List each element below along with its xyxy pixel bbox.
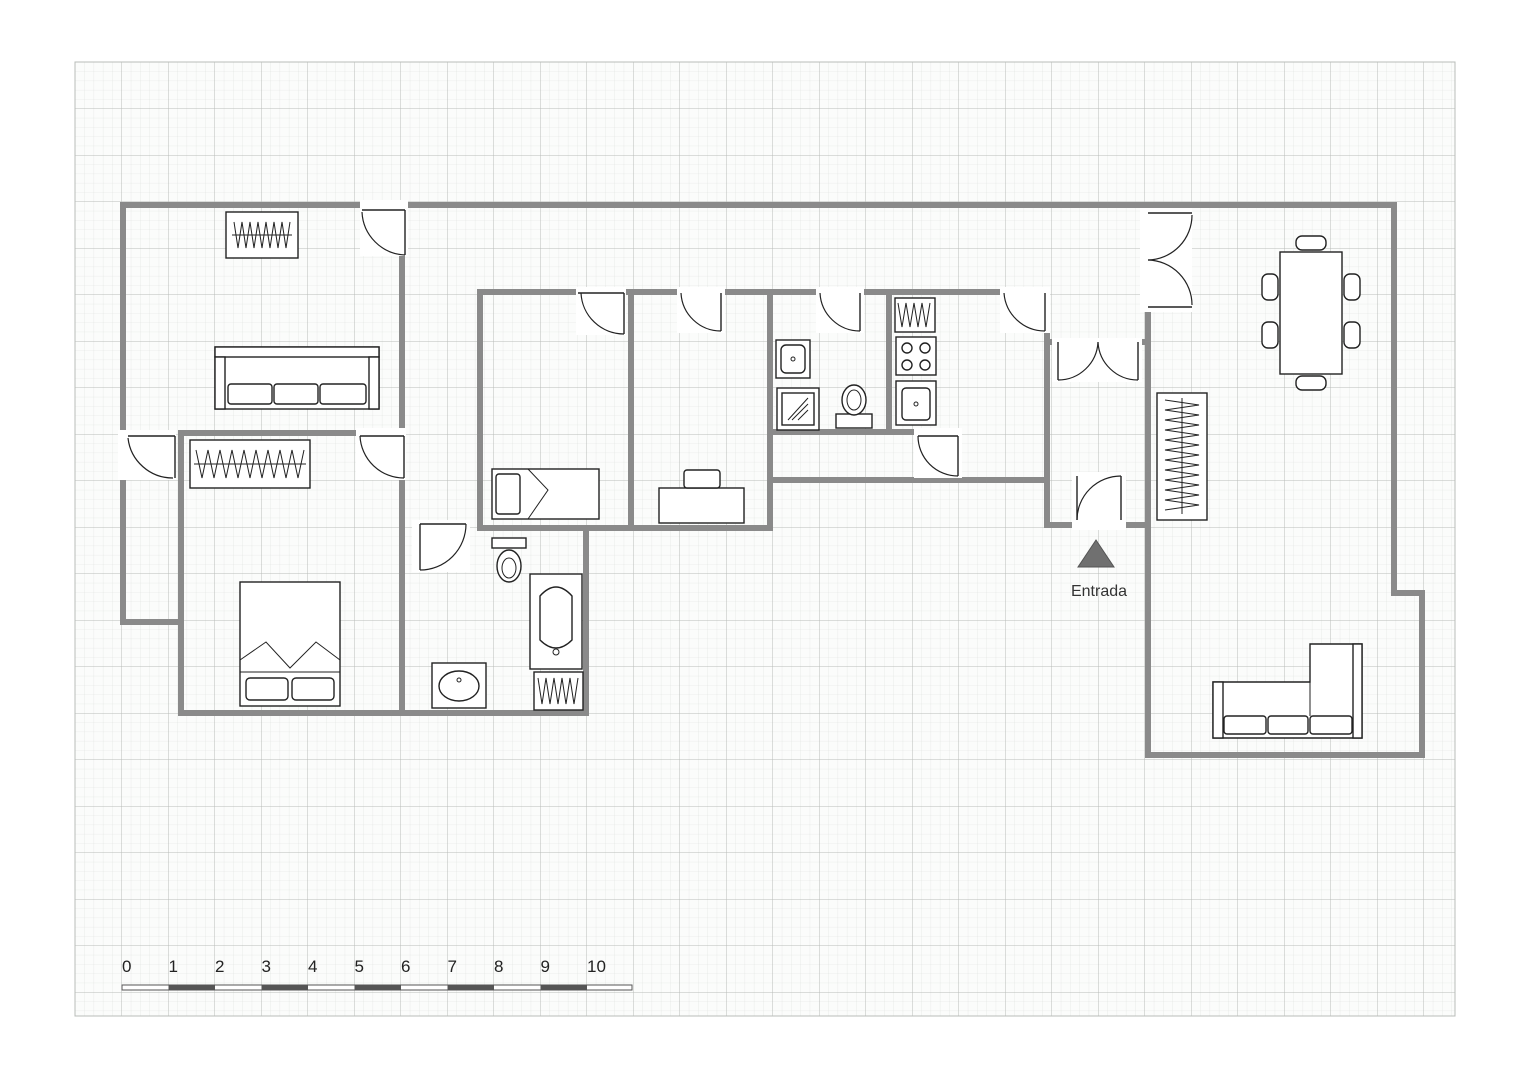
scale-segment [354, 985, 401, 990]
scale-bar: 0 1 2 3 4 5 6 7 8 9 10 [121, 957, 633, 991]
door-bath-2 [816, 287, 864, 333]
door-kitchen [1000, 287, 1050, 333]
bathtub [529, 573, 583, 670]
scale-tick-label: 10 [587, 957, 606, 976]
scale-segment [168, 985, 215, 990]
scale-tick-label: 4 [308, 957, 317, 976]
sofa-living [214, 346, 380, 410]
stove [895, 336, 937, 376]
door-lobby-double [1052, 338, 1142, 382]
toilet-main [491, 537, 527, 583]
desk [658, 469, 745, 524]
scale-tick-label: 6 [401, 957, 410, 976]
scale-tick-label: 1 [169, 957, 178, 976]
door-pantry [914, 428, 962, 478]
dining-table [1261, 235, 1361, 391]
corner-sofa [1212, 643, 1363, 739]
scale-segment [261, 985, 308, 990]
scale-tick-label: 7 [448, 957, 457, 976]
door-room-2 [677, 287, 725, 333]
shower [776, 387, 820, 431]
entrance-label: Entrada [1071, 583, 1127, 600]
door-bedroom [356, 428, 406, 480]
sink-main [431, 662, 487, 709]
single-bed [491, 468, 600, 520]
door-entrance [1072, 472, 1126, 530]
door-bathroom [412, 520, 470, 572]
door-left-wing [118, 430, 176, 480]
wardrobe-top [225, 211, 299, 259]
toilet-small [835, 384, 873, 429]
scale-tick-label: 0 [122, 957, 131, 976]
double-bed [239, 581, 341, 707]
scale-segment [540, 985, 587, 990]
bath-radiator [533, 671, 584, 711]
scale-tick-label: 9 [541, 957, 550, 976]
door-living-double [1140, 208, 1193, 312]
outer-wall-north [399, 202, 1425, 758]
scale-tick-label: 8 [494, 957, 503, 976]
scale-tick-label: 2 [215, 957, 224, 976]
furniture [189, 211, 1363, 739]
graph-paper [74, 61, 1456, 1017]
kitchen-sink [895, 380, 937, 426]
scale-tick-label: 5 [355, 957, 364, 976]
door-room-1 [576, 287, 626, 335]
scale-tick-label: 3 [262, 957, 271, 976]
kitchen-radiator [894, 297, 936, 333]
living-room-wall [178, 202, 405, 625]
scale-segment [447, 985, 494, 990]
door-living [360, 200, 408, 256]
wardrobe-living [1156, 392, 1208, 521]
entrance-arrow-icon [1077, 539, 1115, 568]
room-divider-2 [477, 289, 773, 531]
wardrobe-bedroom [189, 439, 311, 489]
doors [118, 200, 1193, 572]
entrance-marker: Entrada [1071, 539, 1127, 600]
sink-small [775, 339, 811, 379]
